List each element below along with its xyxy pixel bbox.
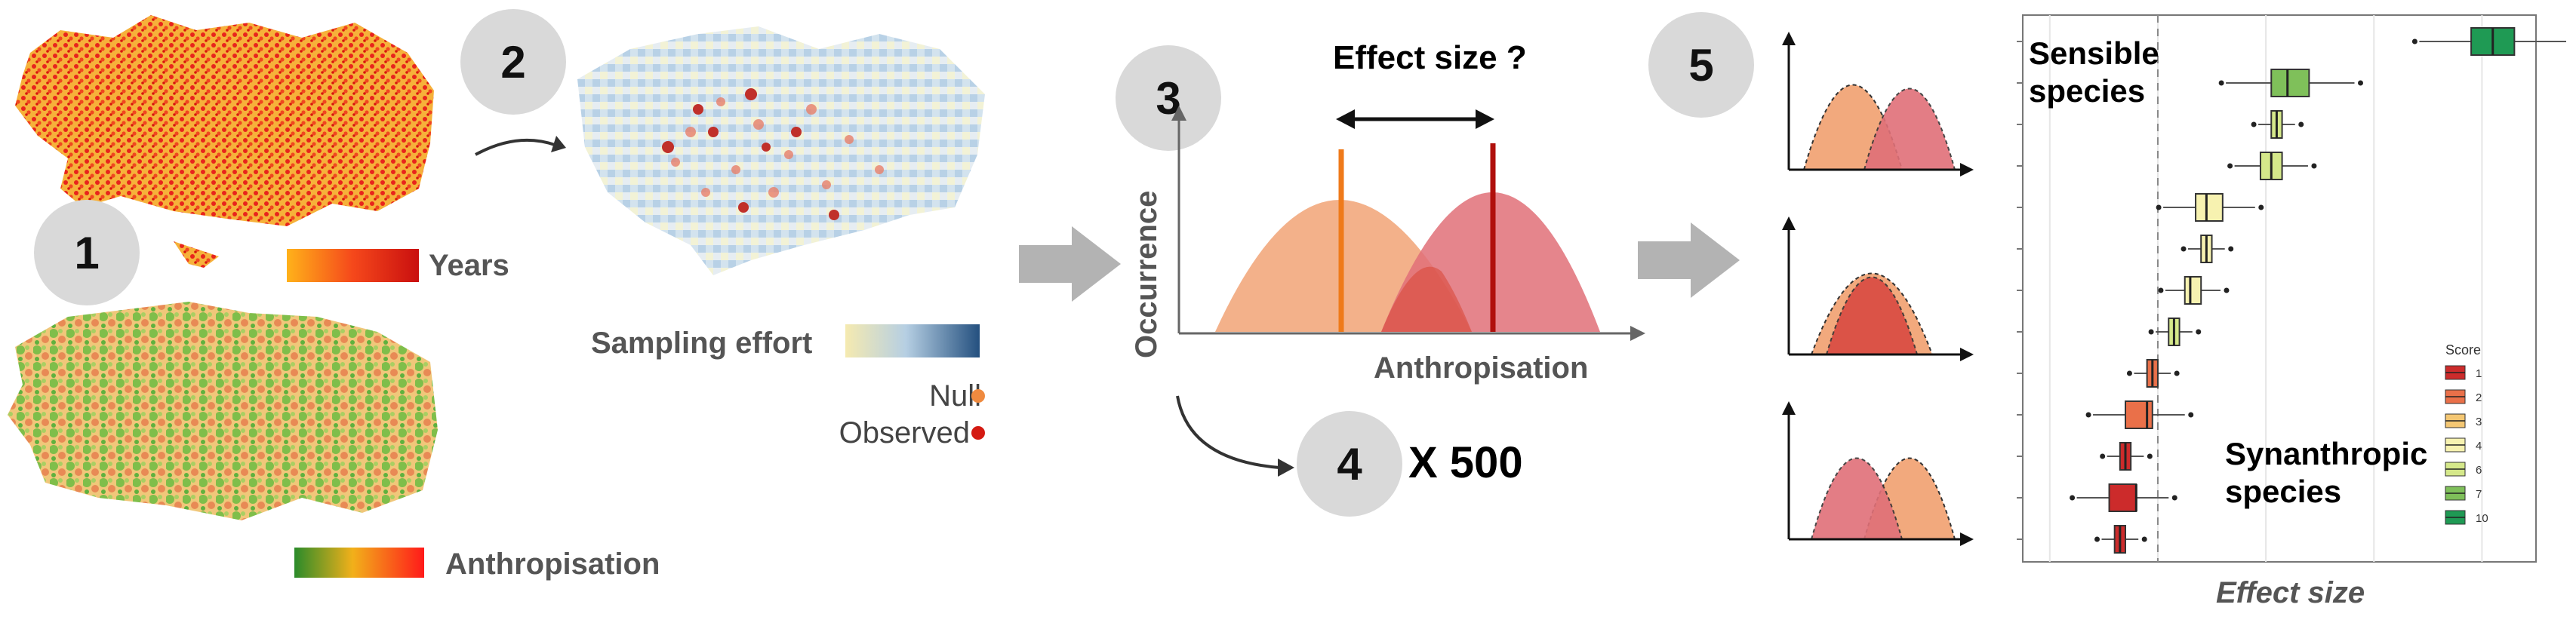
outlier-point: [2171, 495, 2177, 501]
observed-dot: [971, 426, 985, 440]
null-label: Null: [929, 379, 981, 413]
sensible-species-label: Sensible species: [2029, 35, 2159, 110]
years-scale-bar: [287, 249, 419, 282]
synanthropic-species-label: Synanthropic species: [2225, 435, 2427, 511]
effect-size-boxplot: -0.20.00.20.40.6Score12346710: [2017, 14, 2566, 563]
x-axis-label: Anthropisation: [1374, 351, 1589, 385]
anthropisation-scale-bar: [294, 548, 424, 578]
outlier-point: [2218, 80, 2224, 86]
legend-label-2: 2: [2476, 391, 2482, 404]
outlier-point: [2147, 453, 2153, 459]
box-score-2: [2125, 400, 2153, 429]
legend-title: Score: [2445, 342, 2481, 357]
legend-label-6: 6: [2476, 464, 2482, 477]
distribution-plot: [1171, 106, 1645, 341]
outlier-point: [2148, 329, 2154, 335]
outlier-point: [2298, 121, 2304, 127]
step-5-badge: 5: [1648, 12, 1754, 118]
arrow-3-to-4: [1176, 395, 1294, 477]
effect-size-question: Effect size ?: [1333, 39, 1527, 76]
outlier-point: [2227, 163, 2233, 169]
outlier-point: [2188, 412, 2194, 418]
legend-label-3: 3: [2476, 416, 2482, 428]
outlier-point: [2070, 495, 2076, 501]
step-3-badge: 3: [1116, 45, 1221, 151]
outlier-point: [2126, 370, 2132, 376]
synanthropic-line-1: Synanthropic: [2225, 436, 2428, 471]
sampling-scale-bar: [845, 324, 980, 357]
y-axis-label: Occurrence: [1130, 190, 1163, 358]
outlier-point: [2311, 163, 2317, 169]
outlier-point: [2258, 204, 2264, 210]
outlier-point: [2094, 536, 2101, 542]
outlier-point: [2228, 246, 2234, 252]
null-dot: [971, 389, 985, 403]
outlier-point: [2174, 370, 2180, 376]
mini-plot-null: [1782, 216, 1974, 361]
legend-label-1: 1: [2476, 367, 2482, 380]
outlier-point: [2158, 287, 2164, 293]
step-1-badge: 1: [34, 200, 140, 305]
arrow-3-to-5: [1638, 222, 1740, 298]
anthropisation-map: [8, 302, 438, 520]
sensible-line-2: species: [2029, 73, 2146, 109]
outlier-point: [2357, 80, 2363, 86]
box-score-1: [2108, 483, 2137, 512]
synanthropic-line-2: species: [2225, 474, 2342, 509]
outlier-point: [2224, 287, 2230, 293]
box-score-4: [2195, 193, 2224, 222]
outlier-point: [2181, 246, 2187, 252]
box-score-4: [2184, 276, 2202, 305]
legend-label-10: 10: [2476, 512, 2488, 525]
outlier-point: [2156, 204, 2162, 210]
observed-label: Observed: [839, 416, 970, 450]
outlier-point: [2196, 329, 2202, 335]
anthropisation-label: Anthropisation: [445, 548, 660, 581]
step-2-badge: 2: [460, 9, 566, 115]
arrow-1-to-2: [475, 136, 566, 156]
sampling-effort-map: [577, 26, 985, 275]
outlier-point: [2085, 412, 2091, 418]
outlier-point: [2100, 453, 2106, 459]
effect-size-axis-label: Effect size: [2216, 576, 2365, 609]
arrow-2-to-3: [1019, 226, 1121, 302]
years-map: [15, 15, 434, 268]
sensible-line-1: Sensible: [2029, 35, 2159, 71]
sampling-effort-label: Sampling effort: [591, 327, 813, 360]
repeat-label: X 500: [1408, 438, 1523, 487]
years-label: Years: [429, 249, 509, 282]
legend-label-7: 7: [2476, 488, 2482, 501]
step-4-badge: 4: [1297, 411, 1402, 517]
mini-plot-positive: [1782, 32, 1974, 176]
outlier-point: [2141, 536, 2147, 542]
outlier-point: [2411, 38, 2418, 44]
outlier-point: [2251, 121, 2257, 127]
mini-plot-negative: [1782, 401, 1974, 546]
legend-label-4: 4: [2476, 440, 2482, 453]
box-score-7: [2270, 69, 2310, 97]
